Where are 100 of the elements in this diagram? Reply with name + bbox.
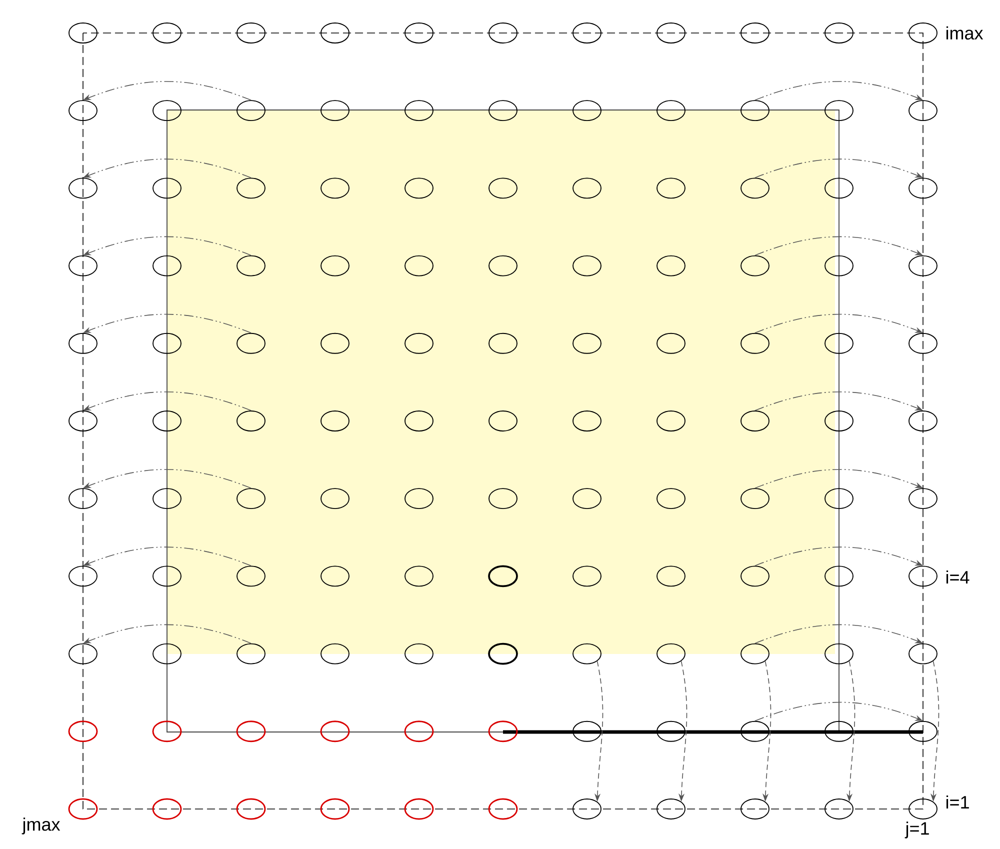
grid-point bbox=[236, 798, 266, 820]
grid-point bbox=[656, 488, 686, 510]
grid-point bbox=[488, 332, 518, 354]
index-label: i=1 bbox=[946, 795, 969, 808]
grid-point bbox=[656, 410, 686, 432]
grid-point bbox=[152, 488, 182, 510]
grid-point bbox=[488, 720, 518, 742]
grid-point bbox=[656, 798, 686, 820]
grid-point bbox=[320, 643, 350, 664]
grid-point bbox=[68, 488, 98, 510]
grid-point bbox=[824, 255, 854, 276]
grid-point bbox=[488, 22, 518, 44]
grid-point bbox=[236, 22, 266, 44]
grid-point bbox=[488, 488, 518, 510]
grid-point bbox=[404, 798, 434, 820]
grid-point bbox=[572, 178, 602, 199]
grid-point bbox=[908, 332, 938, 354]
grid-point bbox=[152, 410, 182, 432]
grid-point bbox=[236, 178, 266, 199]
grid-point bbox=[152, 720, 182, 742]
grid-point bbox=[404, 332, 434, 354]
grid-point bbox=[68, 332, 98, 354]
grid-point bbox=[320, 798, 350, 820]
grid-point bbox=[824, 22, 854, 44]
grid-point bbox=[740, 100, 770, 122]
grid-point bbox=[404, 178, 434, 199]
grid-point bbox=[572, 643, 602, 664]
grid-point bbox=[656, 178, 686, 199]
grid-point bbox=[320, 720, 350, 742]
grid-point bbox=[740, 255, 770, 276]
grid-point bbox=[488, 798, 518, 820]
grid-point bbox=[656, 255, 686, 276]
grid-point bbox=[740, 178, 770, 199]
index-label: j=1 bbox=[904, 822, 929, 838]
grid-point bbox=[404, 566, 434, 587]
grid-point bbox=[740, 798, 770, 820]
grid-point bbox=[572, 332, 602, 354]
grid-point bbox=[908, 178, 938, 199]
grid-point bbox=[488, 100, 518, 122]
grid-point bbox=[152, 22, 182, 44]
grid-point bbox=[740, 410, 770, 432]
grid-point bbox=[68, 798, 98, 820]
grid-point bbox=[908, 22, 938, 44]
grid-point bbox=[320, 178, 350, 199]
grid-point bbox=[68, 255, 98, 276]
grid-point bbox=[572, 410, 602, 432]
grid-point bbox=[404, 720, 434, 742]
grid-point bbox=[908, 410, 938, 432]
grid-point bbox=[908, 643, 938, 664]
grid-point bbox=[152, 566, 182, 587]
grid-point bbox=[824, 178, 854, 199]
grid-point bbox=[488, 642, 518, 665]
grid-point bbox=[824, 566, 854, 587]
grid-point bbox=[740, 488, 770, 510]
grid-point bbox=[404, 22, 434, 44]
grid-point bbox=[740, 566, 770, 587]
grid-point bbox=[320, 566, 350, 587]
grid-point bbox=[656, 643, 686, 664]
grid-point bbox=[320, 100, 350, 122]
grid-point bbox=[572, 100, 602, 122]
grid-point bbox=[824, 643, 854, 664]
grid-point bbox=[404, 100, 434, 122]
grid-point bbox=[824, 488, 854, 510]
grid-point bbox=[488, 178, 518, 199]
grid-point bbox=[824, 720, 854, 742]
grid-point bbox=[656, 332, 686, 354]
grid-point bbox=[572, 798, 602, 820]
grid-point bbox=[908, 255, 938, 276]
grid-point bbox=[404, 643, 434, 664]
grid-point bbox=[68, 643, 98, 664]
grid-point bbox=[572, 255, 602, 276]
grid-point bbox=[656, 566, 686, 587]
grid-point bbox=[320, 22, 350, 44]
grid-point bbox=[68, 566, 98, 587]
grid-point bbox=[68, 100, 98, 122]
grid-point bbox=[236, 332, 266, 354]
index-label: jmax bbox=[22, 818, 60, 834]
grid-point bbox=[488, 255, 518, 276]
grid-point bbox=[236, 566, 266, 587]
grid-point bbox=[68, 410, 98, 432]
grid-point bbox=[404, 410, 434, 432]
grid-point bbox=[824, 100, 854, 122]
grid-point bbox=[740, 22, 770, 44]
grid-point bbox=[236, 488, 266, 510]
grid-point bbox=[320, 255, 350, 276]
grid-point bbox=[68, 720, 98, 742]
grid-point bbox=[152, 643, 182, 664]
grid-point bbox=[572, 22, 602, 44]
grid-point bbox=[488, 565, 518, 588]
grid-point bbox=[740, 643, 770, 664]
grid-point bbox=[656, 100, 686, 122]
grid-point bbox=[908, 566, 938, 587]
grid-point bbox=[656, 720, 686, 742]
grid-point bbox=[152, 332, 182, 354]
grid-point bbox=[236, 720, 266, 742]
grid-point bbox=[152, 178, 182, 199]
grid-point bbox=[236, 100, 266, 122]
grid-point bbox=[236, 643, 266, 664]
grid-point bbox=[908, 720, 938, 742]
grid-point bbox=[152, 255, 182, 276]
